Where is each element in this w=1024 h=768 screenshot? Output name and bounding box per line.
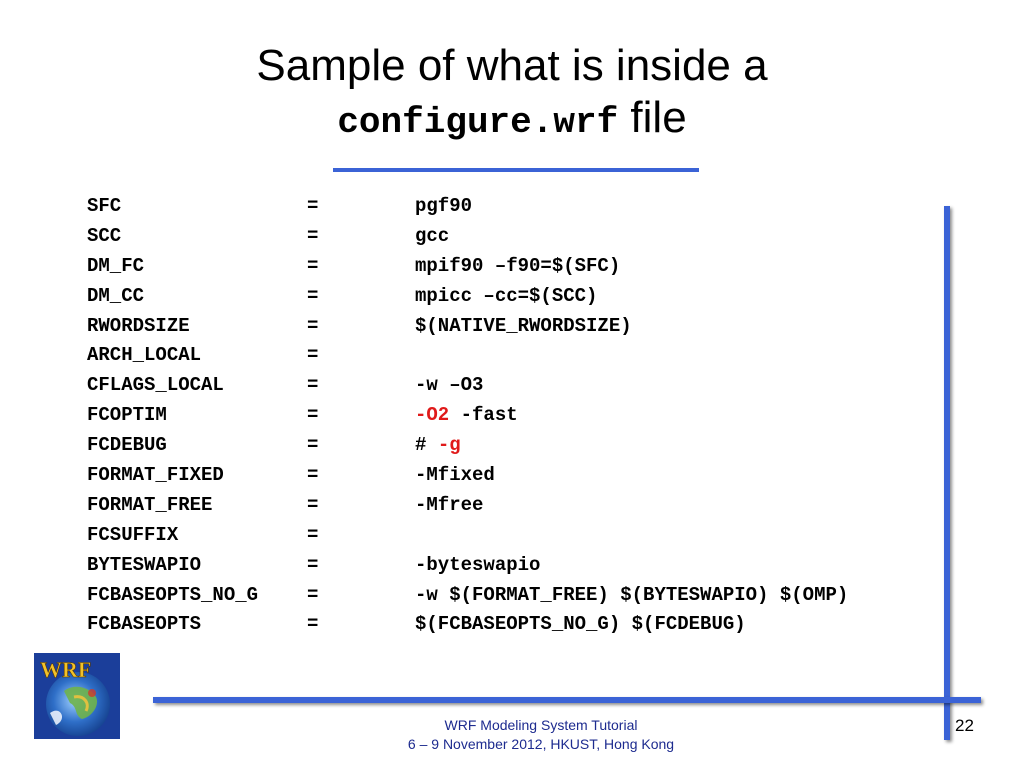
config-value: -Mfixed: [415, 464, 495, 487]
config-equals: =: [307, 493, 319, 516]
slide-title: Sample of what is inside a configure.wrf…: [0, 40, 1024, 149]
config-key: FCDEBUG: [87, 434, 167, 457]
config-key: ARCH_LOCAL: [87, 344, 202, 367]
config-key: FCOPTIM: [87, 404, 167, 427]
wrf-logo-icon: WRF: [34, 653, 120, 739]
config-key: FORMAT_FREE: [87, 493, 213, 516]
config-equals: =: [307, 254, 319, 277]
config-key: FCSUFFIX: [87, 523, 179, 546]
footer-line-2: 6 – 9 November 2012, HKUST, Hong Kong: [407, 736, 675, 752]
config-equals: =: [307, 284, 319, 307]
config-value: $(NATIVE_RWORDSIZE): [415, 314, 632, 337]
config-value: mpif90 –f90=$(SFC): [415, 254, 621, 277]
config-key: CFLAGS_LOCAL: [87, 374, 224, 397]
config-value: -Mfree: [415, 493, 484, 516]
config-key: SFC: [87, 195, 122, 217]
config-key: DM_FC: [87, 254, 145, 277]
config-equals: =: [307, 344, 319, 367]
config-equals: =: [307, 583, 319, 606]
title-suffix: file: [618, 93, 687, 142]
footer-line-1: WRF Modeling System Tutorial: [444, 717, 638, 733]
title-line-2: configure.wrf file: [0, 92, 1024, 149]
config-equals: =: [307, 613, 319, 636]
config-value-highlight: -g: [437, 434, 461, 457]
title-underline: [333, 168, 699, 172]
config-value-prefix: #: [415, 434, 438, 457]
config-key: FCBASEOPTS_NO_G: [87, 583, 259, 606]
config-value: gcc: [415, 224, 450, 247]
config-key: DM_CC: [87, 284, 145, 307]
config-equals: =: [307, 224, 319, 247]
config-key: BYTESWAPIO: [87, 553, 202, 576]
config-equals: =: [307, 523, 319, 546]
config-equals: =: [307, 195, 319, 217]
config-key: SCC: [87, 224, 122, 247]
config-key: FCBASEOPTS: [87, 613, 202, 636]
config-value: pgf90: [415, 195, 473, 217]
page-number: 22: [955, 716, 974, 735]
config-equals: =: [307, 404, 319, 427]
config-key: FORMAT_FIXED: [87, 464, 224, 487]
config-value: -w –O3: [415, 374, 484, 397]
footer: WRF Modeling System Tutorial 6 – 9 Novem…: [341, 716, 741, 754]
config-value: mpicc –cc=$(SCC): [415, 284, 598, 307]
config-equals: =: [307, 464, 319, 487]
config-value-highlight: -O2: [415, 404, 450, 427]
config-value: -byteswapio: [415, 553, 541, 576]
title-filename: configure.wrf: [337, 102, 619, 143]
horizontal-rule: [153, 697, 981, 703]
config-value: -w $(FORMAT_FREE) $(BYTESWAPIO) $(OMP): [415, 583, 849, 606]
config-value-rest: -fast: [449, 404, 518, 427]
config-value: # -g: [415, 431, 461, 461]
config-equals: =: [307, 553, 319, 576]
config-key: RWORDSIZE: [87, 314, 190, 337]
config-equals: =: [307, 374, 319, 397]
title-line-1: Sample of what is inside a: [256, 41, 768, 90]
logo-text: WRF: [40, 657, 91, 682]
config-equals: =: [307, 434, 319, 457]
config-value: -O2 -fast: [415, 401, 518, 431]
vertical-rule: [944, 206, 950, 740]
config-value: $(FCBASEOPTS_NO_G) $(FCDEBUG): [415, 613, 746, 636]
config-equals: =: [307, 314, 319, 337]
